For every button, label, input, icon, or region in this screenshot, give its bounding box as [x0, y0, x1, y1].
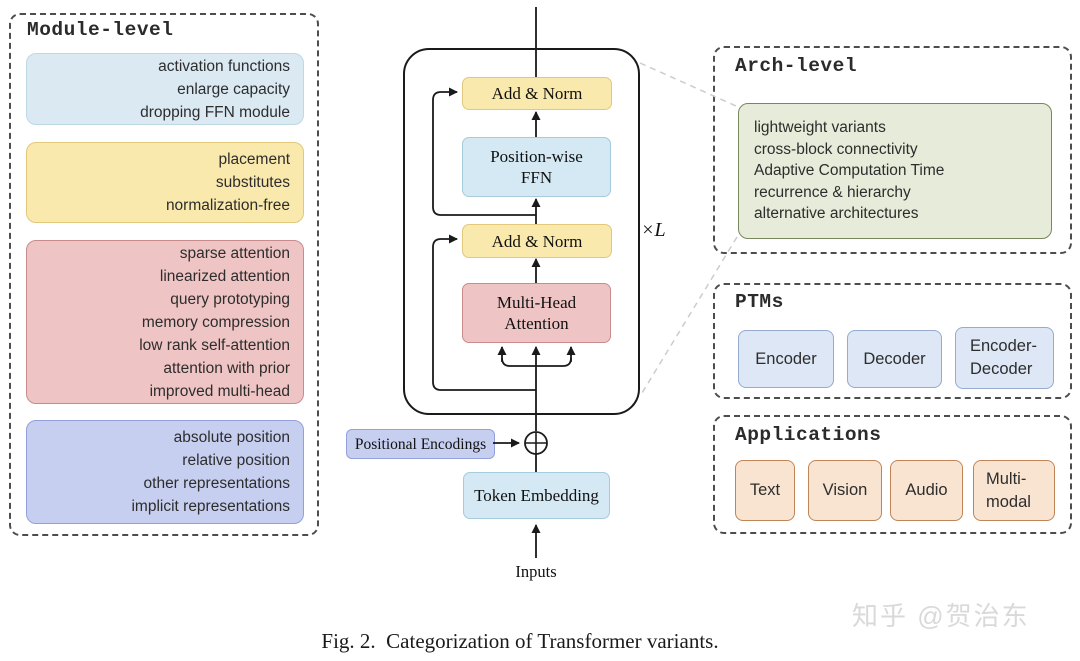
variant-line: sparse attention: [179, 244, 290, 262]
variant-line: relative position: [182, 452, 290, 469]
position-encoding-variants-box: absolute position relative position othe…: [26, 420, 304, 524]
audio-app-box: Audio: [890, 460, 963, 521]
encoder-decoder-line: Encoder-: [970, 337, 1037, 355]
arch-variants-box: lightweight variants cross-block connect…: [738, 103, 1052, 239]
text-app-box: Text: [735, 460, 795, 521]
arch-level-panel: [713, 46, 1072, 254]
variant-line: linearized attention: [159, 267, 290, 285]
watermark: 知乎 @贺治东: [852, 601, 1030, 631]
variant-line: activation functions: [158, 57, 290, 75]
arch-level-title: Arch-level: [735, 55, 858, 77]
variant-line: normalization-free: [165, 197, 290, 214]
ffn-label-line: FFN: [520, 168, 553, 187]
encoder-decoder-line: Decoder: [970, 360, 1033, 378]
variant-line: alternative architectures: [754, 205, 919, 223]
module-level-panel: [9, 13, 319, 536]
encoder-decoder-box: Encoder- Decoder: [955, 327, 1054, 389]
norm-variants-box: placement substitutes normalization-free: [26, 142, 304, 223]
variant-line: attention with prior: [163, 359, 290, 377]
multi-head-attention-box: Multi-Head Attention: [462, 283, 611, 343]
variant-line: enlarge capacity: [177, 80, 290, 98]
positional-encodings-label: Positional Encodings: [354, 435, 487, 453]
ffn-variants-box: activation functions enlarge capacity dr…: [26, 53, 304, 125]
add-norm-top-box: Add & Norm: [462, 77, 612, 110]
positional-encodings-box: Positional Encodings: [346, 429, 495, 459]
variant-line: query prototyping: [170, 290, 290, 308]
vision-app-box: Vision: [808, 460, 882, 521]
decoder-box: Decoder: [847, 330, 942, 388]
variant-line: implicit representations: [131, 498, 290, 515]
applications-title: Applications: [735, 424, 882, 446]
transformer-block-outline: [403, 48, 640, 415]
repeat-label: ×L: [641, 219, 666, 241]
ffn-label-line: Position-wise: [490, 147, 583, 166]
multimodal-line: Multi-: [986, 469, 1027, 488]
variant-line: recurrence & hierarchy: [754, 183, 911, 201]
token-embedding-box: Token Embedding: [463, 472, 610, 519]
text-app-label: Text: [749, 481, 781, 499]
encoder-box: Encoder: [738, 330, 834, 388]
multimodal-line: modal: [986, 492, 1031, 511]
attention-variants-box: sparse attention linearized attention qu…: [26, 240, 304, 404]
variant-line: dropping FFN module: [140, 103, 290, 121]
token-embedding-label: Token Embedding: [474, 486, 599, 505]
audio-app-label: Audio: [905, 481, 948, 499]
variant-line: low rank self-attention: [139, 336, 290, 354]
variant-line: memory compression: [141, 313, 290, 331]
mha-label-line: Attention: [504, 314, 569, 333]
add-norm-label: Add & Norm: [491, 84, 583, 103]
figure-caption: Fig. 2. Categorization of Transformer va…: [321, 629, 719, 653]
applications-panel: [713, 415, 1072, 534]
decoder-label: Decoder: [863, 349, 926, 368]
module-level-title: Module-level: [27, 19, 174, 41]
variant-line: improved multi-head: [149, 382, 290, 400]
variant-line: placement: [218, 151, 290, 168]
variant-line: substitutes: [215, 174, 290, 191]
vision-app-label: Vision: [822, 481, 868, 499]
variant-line: absolute position: [173, 429, 290, 446]
circled-plus-icon: [524, 431, 548, 455]
ptms-title: PTMs: [735, 291, 784, 313]
variant-line: other representations: [143, 475, 290, 492]
inputs-label: Inputs: [515, 562, 557, 581]
variant-line: cross-block connectivity: [754, 140, 918, 158]
position-wise-ffn-box: Position-wise FFN: [462, 137, 611, 197]
add-norm-bottom-box: Add & Norm: [462, 224, 612, 258]
encoder-label: Encoder: [755, 349, 817, 368]
multimodal-app-box: Multi- modal: [973, 460, 1055, 521]
variant-line: Adaptive Computation Time: [754, 162, 945, 180]
add-norm-label: Add & Norm: [491, 231, 583, 251]
mha-label-line: Multi-Head: [496, 293, 577, 312]
variant-line: lightweight variants: [754, 119, 886, 137]
